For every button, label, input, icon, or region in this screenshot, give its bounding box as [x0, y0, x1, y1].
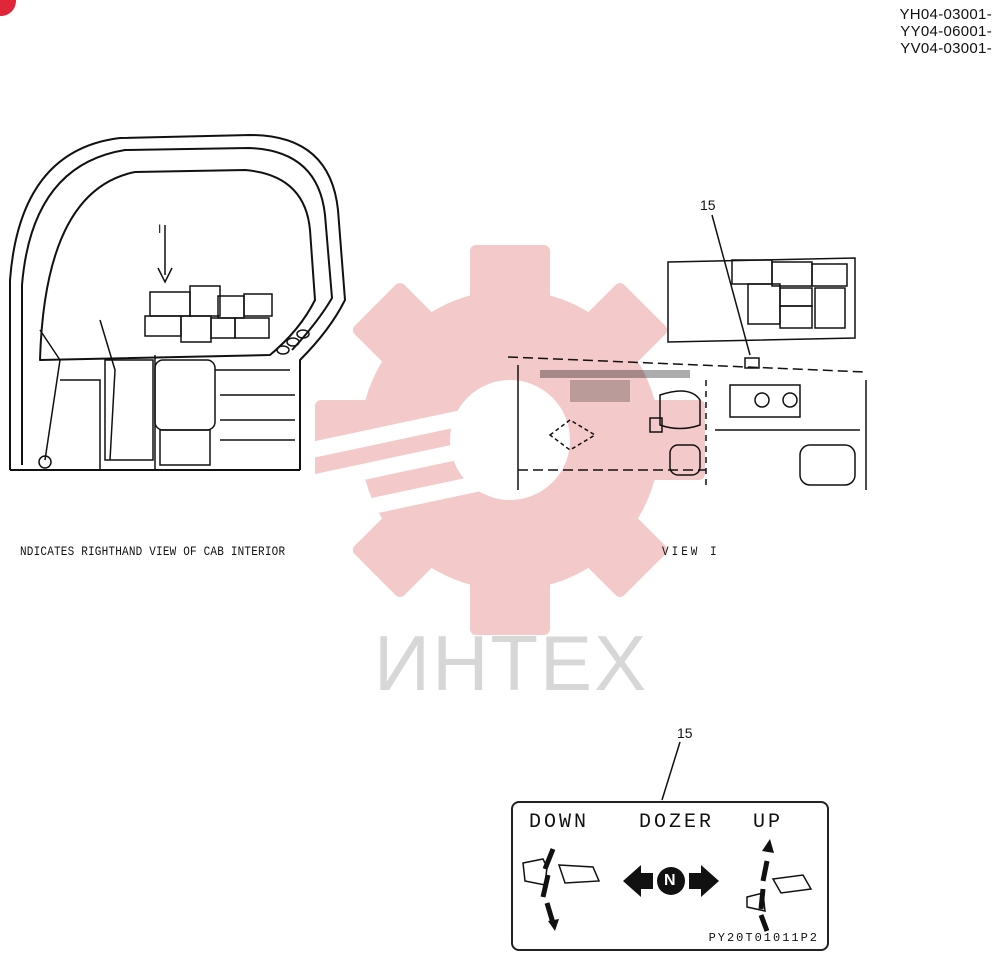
decal-up-label: UP	[753, 811, 784, 834]
blade-up-icon	[746, 892, 766, 912]
decal-part-code: PY20T01011P2	[708, 931, 819, 945]
decal-down-label: DOWN	[529, 811, 590, 834]
arrow-left-icon	[623, 865, 653, 897]
decal-dozer-label: DOZER	[639, 811, 715, 834]
decal-symbols	[522, 839, 813, 932]
callout-15-lower: 15	[677, 725, 693, 741]
dozer-decal: DOWN DOZER UP N PY20T01011P2	[511, 801, 829, 951]
left-view-caption: NDICATES RIGHTHAND VIEW OF CAB INTERIOR	[20, 546, 286, 560]
arrow-right-icon	[689, 865, 719, 897]
serial-number: YY04-06001-	[900, 23, 992, 40]
right-view-caption: VIEW I	[662, 546, 720, 560]
callout-15-upper: 15	[700, 197, 716, 213]
view-arrow-label: I	[158, 222, 162, 236]
watermark-text: ИНТЕХ	[374, 619, 649, 707]
neutral-icon	[657, 867, 685, 895]
arrow-up-icon	[762, 839, 774, 853]
serial-number: YH04-03001-	[899, 6, 992, 23]
arrow-down-icon	[548, 919, 559, 931]
serial-numbers: YH04-03001- YY04-06001- YV04-03001-	[899, 6, 992, 57]
serial-number: YV04-03001-	[900, 40, 992, 57]
neutral-symbol: N	[664, 872, 676, 889]
blade-down-icon	[522, 858, 548, 886]
